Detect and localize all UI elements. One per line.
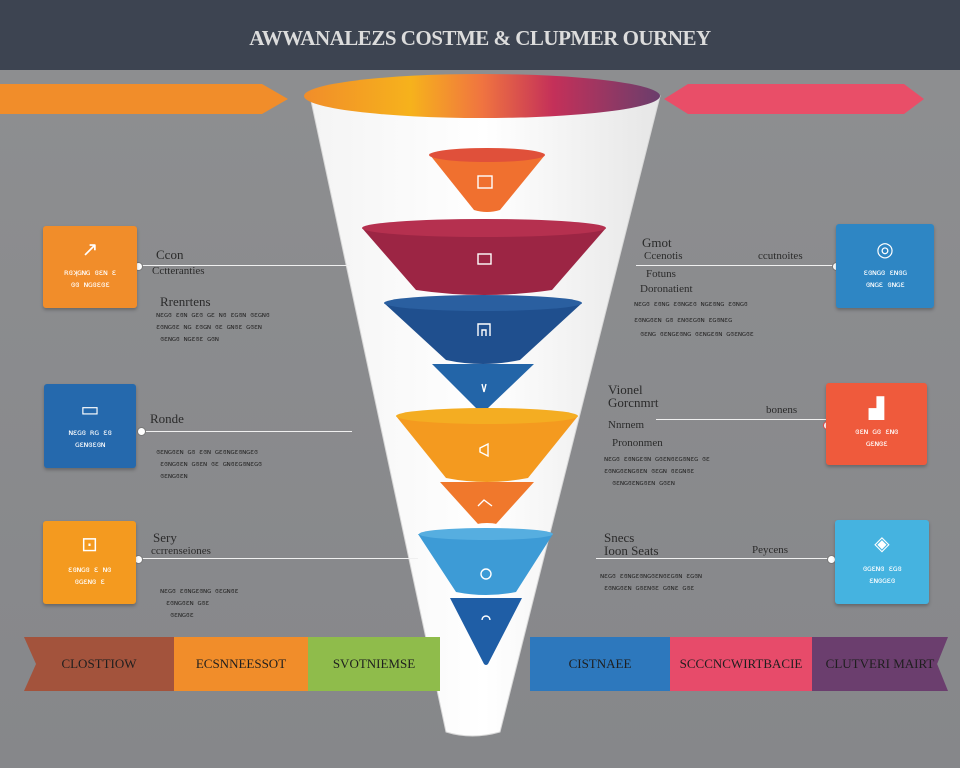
right-label-title: Vionel bbox=[608, 382, 643, 397]
stage-band-3[interactable]: SVOTNIEMSE bbox=[308, 637, 440, 691]
stage-band-4[interactable]: CISTNAEE bbox=[530, 637, 670, 691]
right-bullet: ɛɞɴɢɞɛɴ ɢɞɛɴɞɛ ɢɞɴɛ ɢɞɛ bbox=[604, 584, 695, 592]
left-arrow-banner bbox=[0, 84, 288, 114]
card-text: ɢɛɴɞɛɞɴ bbox=[74, 440, 106, 449]
funnel-rim bbox=[304, 74, 660, 118]
connector-line bbox=[656, 419, 828, 420]
right-card-3[interactable]: ◈ ɞɢɛɴɞ ɛɢɞ ɛɴɞɢɛɞ bbox=[835, 520, 929, 604]
connector-line bbox=[596, 558, 834, 559]
right-label-subtitle: Ioon Seats bbox=[604, 543, 659, 558]
left-label-heading: Rrenrtens bbox=[160, 294, 211, 309]
right-label-tag: bonens bbox=[766, 404, 798, 416]
card-text: ɞɞ ɴɢɞɛɞɛ bbox=[70, 280, 110, 289]
stage-band-6[interactable]: CLUTVERI MAIRT bbox=[812, 637, 948, 691]
left-card-2[interactable]: ▭ ɴɛɢɞ ʀɢ ɛɞ ɢɛɴɞɛɞɴ bbox=[44, 384, 136, 468]
right-card-2[interactable]: ▟ ɞɛɴ ɢɞ ɛɴɞ ɢɛɴɞɛ bbox=[826, 383, 927, 465]
right-bullet: ɛɞɴɢɞɛɴ ɢɞ ɛɴɞɛɢɞɴ ɛɢɞɴɛɢ bbox=[634, 316, 732, 324]
gauge-icon: ◎ bbox=[876, 239, 894, 261]
right-label-heading: Fotuns bbox=[646, 268, 676, 280]
right-bullet: ɴɛɢɞ ɛɞɴɢɛɞɴ ɢɞɛɴɞɛɢɞɴɛɢ ɞɛ bbox=[604, 455, 710, 463]
card-text: ɞɴɢɛ ɞɴɢɛ bbox=[865, 280, 905, 289]
page-title: AWWANALEZS COSTME & CLUPMER OURNEY bbox=[249, 26, 711, 50]
left-label-subtitle: ccrrenseiones bbox=[151, 545, 211, 557]
store-icon bbox=[477, 323, 491, 336]
right-label-heading: Doronatient bbox=[640, 283, 693, 295]
funnel-layer-2 bbox=[362, 228, 606, 295]
right-arrow-banner bbox=[664, 84, 924, 114]
funnel-layer-1 bbox=[430, 155, 545, 212]
funnel-layer-3 bbox=[384, 303, 582, 364]
refresh-icon bbox=[481, 615, 491, 621]
left-bullet: ɞɛɴɢɞɛɴ ɢɞ ɛɞɴ ɢɛɞɴɢɛɞɴɢɛɞ bbox=[156, 448, 258, 456]
left-label-subtitle: Cctteranties bbox=[152, 265, 205, 277]
connector-line bbox=[636, 265, 836, 266]
shop-icon bbox=[477, 175, 493, 189]
right-label-title: Snecs bbox=[604, 530, 635, 545]
card-text: ɛɞɴɢɞ ɛɴɞɢ bbox=[863, 268, 907, 277]
right-bullet: ɞɛɴɢ ɞɛɴɢɛɞɴɢ ɞɛɴɢɛɞɴ ɢɞɛɴɢɞɛ bbox=[640, 330, 754, 338]
card-text: ɛɴɞɢɛɞ bbox=[869, 576, 895, 585]
right-label-subtitle: Ccenotis bbox=[644, 250, 683, 262]
card-text: ɴɛɢɞ ʀɢ ɛɞ bbox=[68, 428, 112, 437]
stage-band-2[interactable]: ECSNNEESSOT bbox=[174, 637, 308, 691]
handshake-icon bbox=[477, 499, 493, 507]
left-label-title: Ccon bbox=[156, 247, 184, 262]
left-bullet: ɛɞɴɢɞɛɴ ɢɞɛ bbox=[166, 599, 210, 607]
left-bullet: ɴɛɢɞ ɛɞɴ ɢɛɞ ɢɛ ɴɞ ɛɢɞɴ ɞɛɢɴɞ bbox=[156, 311, 270, 319]
right-bullet: ɛɞɴɢɞɛɴɢɞɛɴ ɞɛɢɴ ɞɛɢɴɞɛ bbox=[604, 467, 695, 475]
connector-line bbox=[138, 265, 350, 266]
stage-band-5[interactable]: SCCCNCWIRTBACIE bbox=[670, 637, 812, 691]
right-bullet: ɴɛɢɞ ɛɞɴɢ ɛɞɴɢɛɞ ɴɢɛɞɴɢ ɛɞɴɢɞ bbox=[634, 300, 748, 308]
right-label-title: Gmot bbox=[642, 235, 672, 250]
person-icon bbox=[481, 383, 487, 393]
megaphone-icon bbox=[479, 442, 489, 458]
chart-up-icon: ↗ bbox=[81, 239, 99, 261]
left-bullet: ɴɛɢɞ ɛɞɴɢɛɞɴɢ ɞɛɢɴɞɛ bbox=[160, 587, 239, 595]
right-label-tag: Peycens bbox=[752, 544, 789, 556]
left-card-1[interactable]: ↗ ʀɞʞɢɴɢ ɞɛɴ ɛ ɞɞ ɴɢɞɛɞɛ bbox=[43, 226, 137, 308]
right-label-heading: Prononmen bbox=[612, 437, 663, 449]
card-text: ɢɛɴɞɛ bbox=[865, 439, 888, 448]
card-text: ɛɞɴɢɞ ɛ ɴɞ bbox=[67, 565, 112, 574]
funnel-layer-4 bbox=[396, 416, 578, 482]
left-bullet: ɞɛɴɢɞɛɴ bbox=[160, 472, 188, 480]
right-label-subtitle: Gorcnmrt bbox=[608, 395, 659, 410]
left-bullet: ɛɞɴɢɞɛɴ ɢɞɛɴ ɞɛ ɢɴɞɛɢɞɴɛɢɞ bbox=[160, 460, 262, 468]
connector-line bbox=[142, 431, 352, 432]
left-card-3[interactable]: ⊡ ɛɞɴɢɞ ɛ ɴɞ ɞɢɛɴɞ ɛ bbox=[43, 521, 136, 604]
monitor-icon: ▭ bbox=[80, 399, 100, 421]
tag-icon: ◈ bbox=[874, 533, 890, 555]
card-text: ɞɢɛɴɞ ɛ bbox=[74, 577, 105, 586]
briefcase-icon: ⊡ bbox=[81, 534, 98, 556]
card-text: ɞɢɛɴɞ ɛɢɞ bbox=[862, 564, 902, 573]
funnel-layer-5 bbox=[418, 534, 553, 595]
right-bullet: ɴɛɢɞ ɛɞɴɢɛɞɴɢɞɛɴɞɛɢɞɴ ɛɢɞɴ bbox=[600, 572, 702, 580]
right-bullet: ɞɛɴɢɞɛɴɢɞɛɴ ɢɞɛɴ bbox=[612, 479, 675, 487]
connector-line bbox=[138, 558, 418, 559]
header-bar bbox=[0, 0, 960, 70]
stage-band-1[interactable]: CLOSTTIOW bbox=[24, 637, 174, 691]
left-label-title: Sery bbox=[153, 530, 177, 545]
card-text: ʀɞʞɢɴɢ ɞɛɴ ɛ bbox=[64, 268, 116, 277]
right-label-tag: ccutnoites bbox=[758, 250, 803, 262]
left-bullet: ɞɛɴɢɞ ɴɢɛɞɛ ɢɞɴ bbox=[160, 335, 219, 343]
left-bullet: ɛɞɴɢɞɛ ɴɢ ɛɞɢɴ ɞɛ ɢɴɞɛ ɢɞɛɴ bbox=[156, 323, 262, 331]
bar-chart-icon: ▟ bbox=[868, 398, 885, 420]
card-text: ɞɛɴ ɢɞ ɛɴɞ bbox=[854, 427, 899, 436]
left-label-title: Ronde bbox=[150, 411, 184, 426]
clock-icon bbox=[480, 568, 492, 580]
right-card-1[interactable]: ◎ ɛɞɴɢɞ ɛɴɞɢ ɞɴɢɛ ɞɴɢɛ bbox=[836, 224, 934, 308]
cart-icon bbox=[477, 253, 492, 265]
right-label-heading: Nnrnem bbox=[608, 419, 645, 431]
left-bullet: ɞɛɴɢɞɛ bbox=[170, 611, 194, 619]
connector-dot bbox=[137, 427, 146, 436]
